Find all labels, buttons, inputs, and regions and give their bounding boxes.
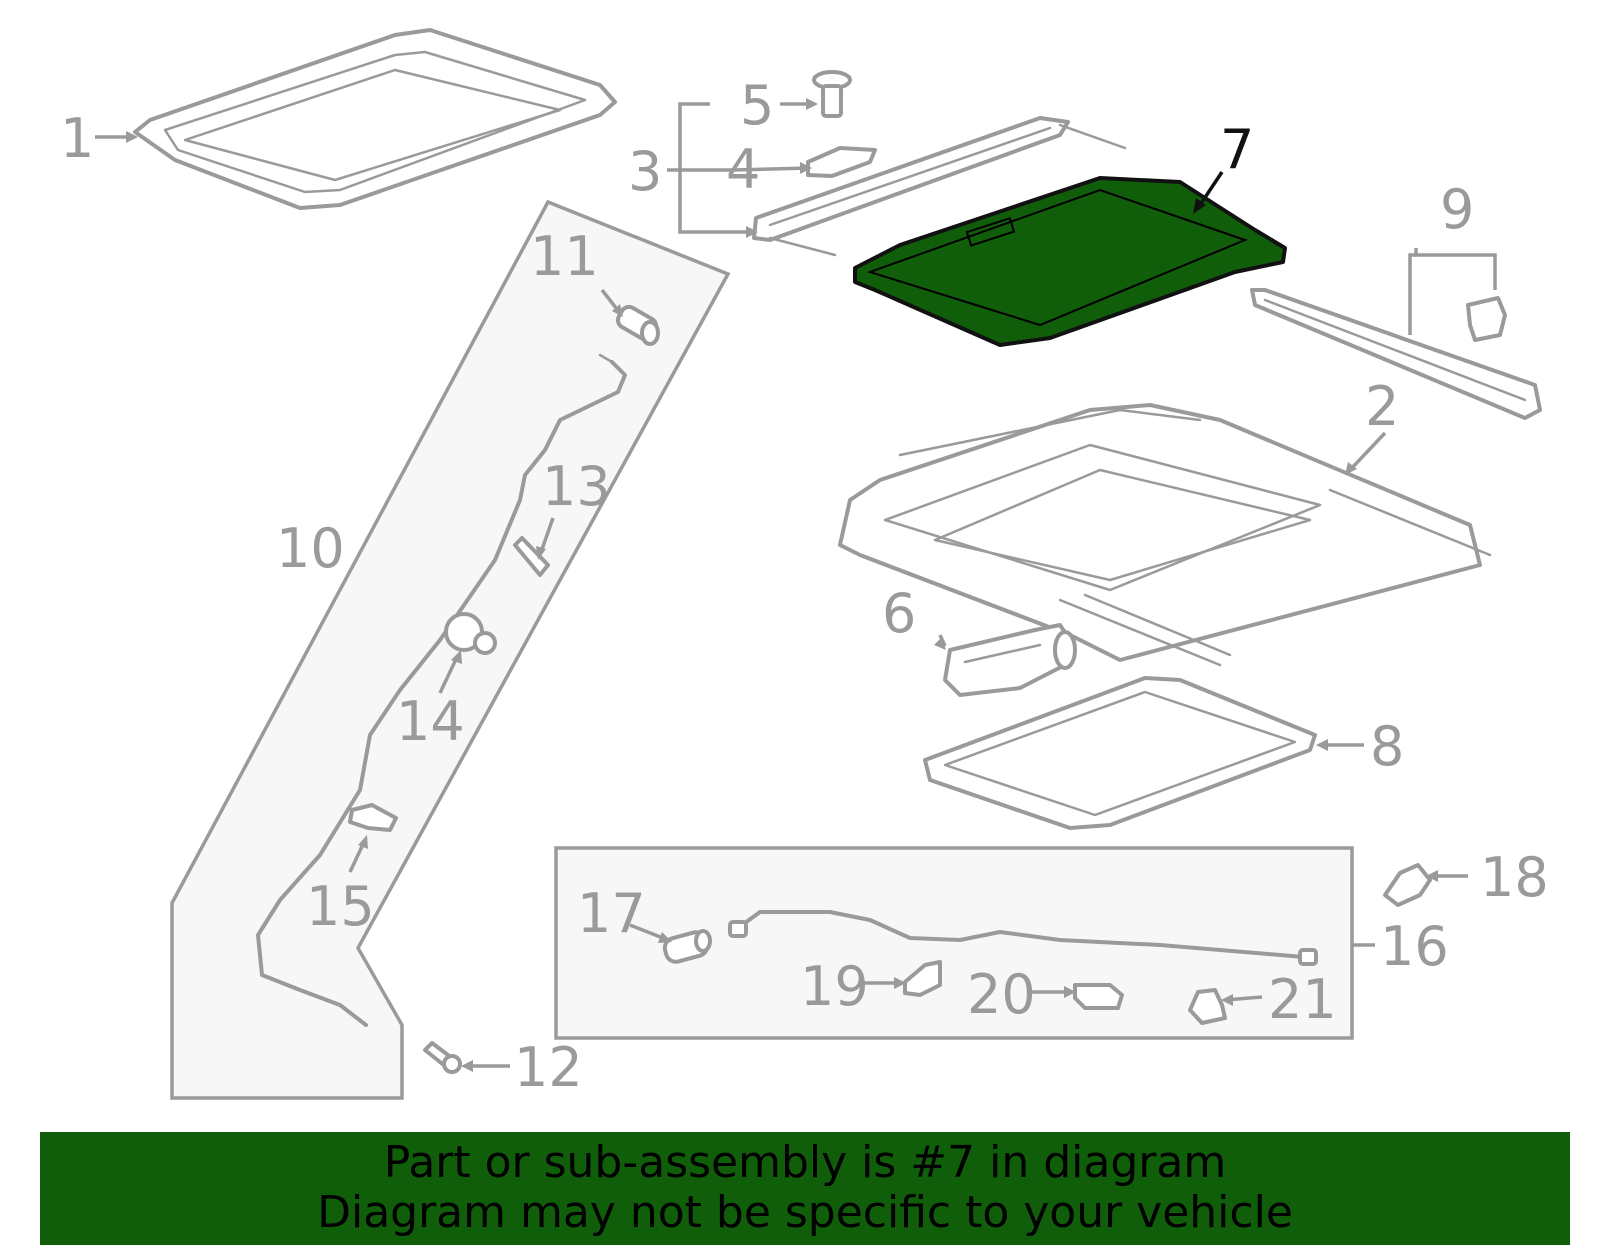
- label-15: 15: [306, 875, 375, 938]
- banner-line-part: Part or sub-assembly is #7 in diagram: [383, 1137, 1227, 1188]
- label-20: 20: [967, 963, 1036, 1026]
- callout-numbers: 1 2 3 4 5 6 7 8 9 10 11 12 13 14 15 16 1…: [60, 74, 1549, 1099]
- label-1: 1: [60, 107, 94, 170]
- part-9-side-rail[interactable]: [1250, 248, 1542, 420]
- part-14-grommet[interactable]: [444, 612, 497, 655]
- part-12-clip[interactable]: [423, 1041, 462, 1074]
- label-16: 16: [1380, 915, 1449, 978]
- label-6: 6: [882, 582, 916, 645]
- banner-line-disclaimer: Diagram may not be specific to your vehi…: [317, 1187, 1293, 1238]
- part-13-clip[interactable]: [513, 536, 550, 577]
- label-10: 10: [276, 517, 345, 580]
- label-12: 12: [514, 1036, 583, 1099]
- part-10-group-box: [170, 199, 731, 1100]
- label-2: 2: [1365, 375, 1399, 438]
- part-21-clip[interactable]: [1188, 988, 1227, 1025]
- part-8-seal[interactable]: [923, 676, 1317, 830]
- part-11-grommet[interactable]: [615, 304, 660, 346]
- leader-lines: [95, 98, 1468, 1072]
- part-19-clip[interactable]: [903, 960, 942, 997]
- part-17-grommet[interactable]: [662, 929, 712, 964]
- label-18: 18: [1480, 846, 1549, 909]
- label-19: 19: [800, 955, 869, 1018]
- label-11: 11: [530, 225, 599, 288]
- part-15-clip[interactable]: [348, 803, 398, 832]
- part-18-fitting[interactable]: [1383, 863, 1432, 907]
- notice-banner: Part or sub-assembly is #7 in diagram Di…: [40, 1132, 1570, 1245]
- label-9: 9: [1440, 178, 1474, 241]
- part-20-clip[interactable]: [1073, 983, 1124, 1010]
- part-1-frame[interactable]: [133, 28, 617, 210]
- label-17: 17: [577, 882, 646, 945]
- label-21: 21: [1268, 968, 1337, 1031]
- part-5-screw[interactable]: [812, 70, 852, 118]
- label-5: 5: [740, 74, 774, 137]
- part-16-drain-tube[interactable]: [728, 910, 1318, 966]
- part-4-clip[interactable]: [806, 146, 877, 178]
- part-10-drain-tube[interactable]: [256, 353, 627, 1027]
- label-8: 8: [1370, 715, 1404, 778]
- part-7-glass-highlighted[interactable]: [853, 171, 1287, 347]
- label-4: 4: [726, 138, 760, 201]
- label-7: 7: [1220, 118, 1254, 181]
- label-14: 14: [396, 690, 465, 753]
- part-3-rail[interactable]: [752, 116, 1127, 257]
- part-6-motor[interactable]: [943, 623, 1077, 697]
- label-3: 3: [628, 140, 662, 203]
- part-2-main-frame[interactable]: [838, 403, 1492, 667]
- label-13: 13: [542, 455, 611, 518]
